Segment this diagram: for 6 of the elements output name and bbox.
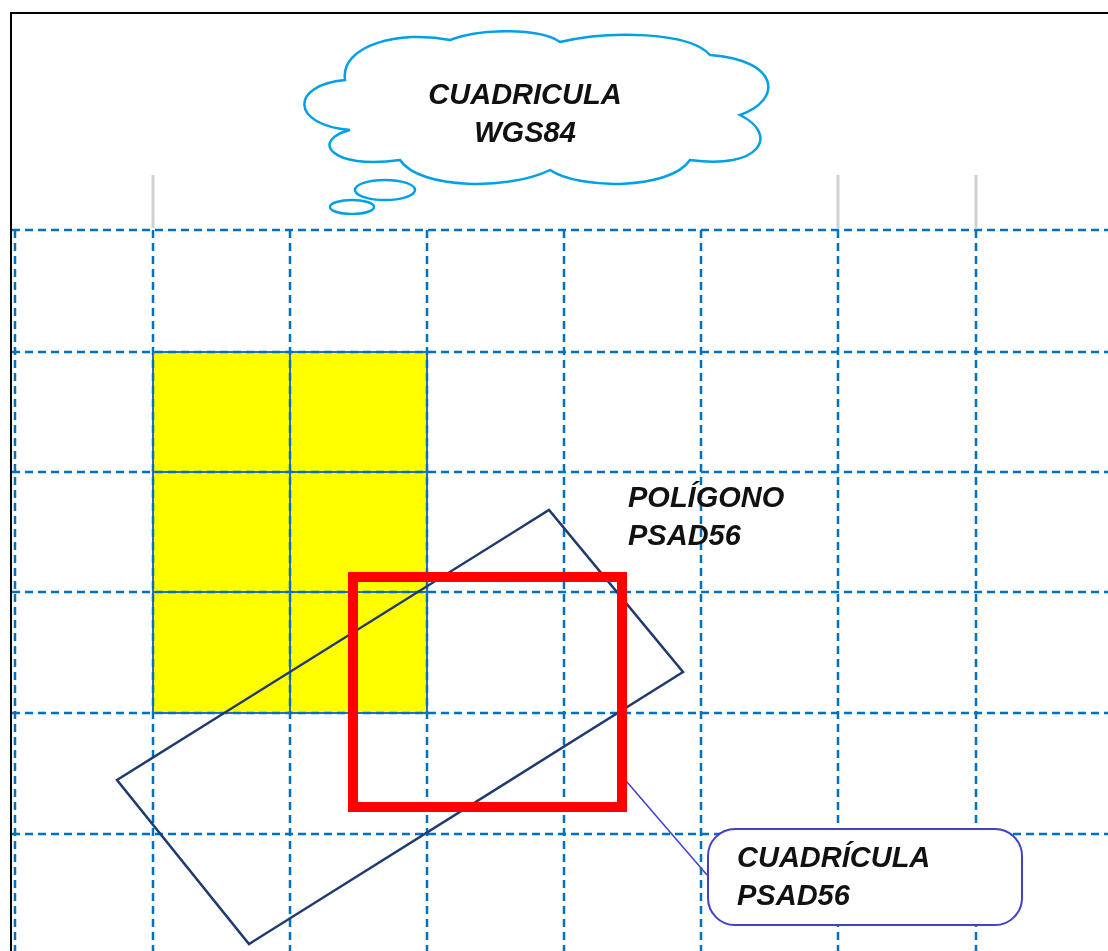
- callout-text: CUADRÍCULA PSAD56: [737, 840, 931, 913]
- leader-line: [626, 781, 708, 876]
- square-outline: [348, 572, 627, 812]
- cloud-text: CUADRICULA WGS84: [427, 77, 623, 150]
- polygon-label: POLÍGONO PSAD56: [628, 480, 786, 553]
- callout-box: [707, 828, 1023, 926]
